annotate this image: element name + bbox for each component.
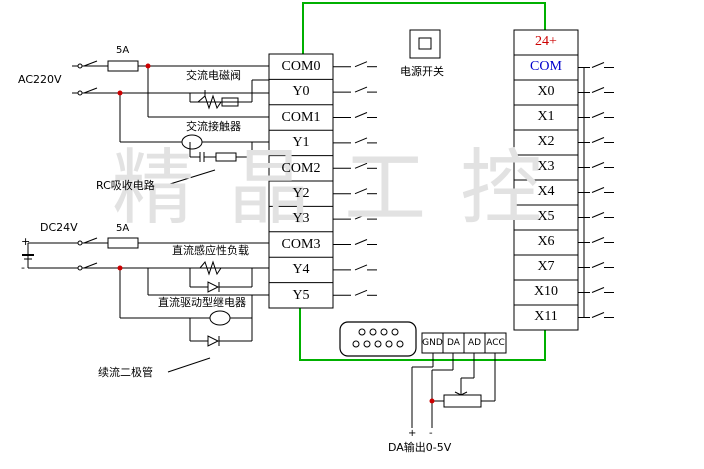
power-switch-label: 电源开关: [400, 65, 444, 78]
input-terminal-x3: X3: [537, 159, 555, 174]
input-switch: [591, 62, 605, 68]
da-plus-label: +: [408, 428, 417, 439]
input-terminal-x0: X0: [537, 84, 555, 99]
output-switch: [354, 137, 368, 144]
input-switch: [591, 287, 605, 293]
ac-source-label: AC220V: [18, 73, 62, 86]
input-terminal-x1: X1: [537, 109, 555, 124]
input-terminal-x11: X11: [534, 309, 558, 324]
ac-solenoid-label: 交流电磁阀: [186, 69, 241, 82]
output-switch: [354, 61, 368, 68]
input-switch: [591, 187, 605, 193]
plc-board-outline: [299, 2, 546, 361]
input-switch: [591, 87, 605, 93]
input-terminal-x5: X5: [537, 209, 555, 224]
input-terminal-com: COM: [530, 59, 562, 74]
output-terminal-com2: COM2: [281, 160, 321, 176]
output-terminal-y4: Y4: [292, 262, 310, 278]
output-switch: [354, 188, 368, 195]
input-terminal-24plus: 24+: [535, 34, 557, 49]
input-terminal-x7: X7: [537, 259, 555, 274]
input-switch: [591, 262, 605, 268]
input-switch: [591, 312, 605, 318]
dc-fuse-label: 5A: [116, 223, 130, 234]
input-switch: [591, 162, 605, 168]
dc-minus-label: -: [21, 261, 25, 274]
ac-contactor-label: 交流接触器: [186, 120, 241, 133]
input-terminal-x6: X6: [537, 234, 555, 249]
da-output-label: DA输出0-5V: [388, 441, 452, 454]
output-terminal-y2: Y2: [292, 186, 310, 201]
rc-circuit-label: RC吸收电路: [96, 179, 155, 192]
output-terminal-y0: Y0: [292, 84, 310, 100]
ac-circuit: [72, 60, 269, 185]
input-terminal-x2: X2: [537, 134, 555, 149]
dc-source-label: DC24V: [40, 221, 78, 234]
analog-terminal-acc: ACC: [486, 338, 505, 348]
da-junction-dot: [429, 398, 435, 404]
input-switch: [591, 112, 605, 118]
input-switch: [591, 212, 605, 218]
analog-terminal-gnd: GND: [422, 338, 443, 348]
analog-terminal-ad: AD: [467, 338, 482, 348]
output-switch: [354, 162, 368, 169]
output-terminal-y5: Y5: [292, 287, 310, 303]
output-terminal-com1: COM1: [281, 109, 321, 125]
dc-plus-label: +: [21, 235, 31, 248]
output-switch: [354, 239, 368, 245]
flyback-diode-label: 续流二极管: [98, 366, 153, 379]
output-switch: [354, 264, 368, 271]
ac-junction-dot-1: [145, 63, 151, 69]
output-terminal-y1: Y1: [292, 135, 310, 151]
watermark-text: 精 晶 工 控: [112, 141, 547, 236]
ac-junction-dot-2: [117, 90, 123, 96]
output-switch: [354, 86, 368, 93]
output-switch: [354, 213, 368, 220]
da-minus-label: -: [429, 428, 433, 439]
output-switch: [354, 112, 368, 118]
output-terminal-y3: Y3: [292, 211, 310, 227]
input-terminal-x10: X10: [533, 284, 559, 299]
output-terminal-com0: COM0: [281, 59, 321, 74]
dc-inductive-label: 直流感应性负载: [172, 244, 249, 257]
output-terminal-com3: COM3: [281, 236, 321, 252]
input-switch: [591, 237, 605, 243]
power-switch-icon: [409, 29, 441, 59]
output-switch: [354, 289, 368, 296]
analog-terminal-da: DA: [447, 338, 460, 348]
input-switch: [591, 137, 605, 143]
input-terminal-x4: X4: [537, 184, 555, 199]
db9-connector-icon: [339, 321, 417, 357]
da-output-wiring: [411, 353, 496, 428]
dc-relay-label: 直流驱动型继电器: [158, 296, 246, 309]
ac-fuse-label: 5A: [116, 45, 130, 56]
dc-circuit: [22, 237, 269, 373]
analog-terminal-block: [421, 332, 507, 354]
dc-junction-dot: [117, 265, 123, 271]
